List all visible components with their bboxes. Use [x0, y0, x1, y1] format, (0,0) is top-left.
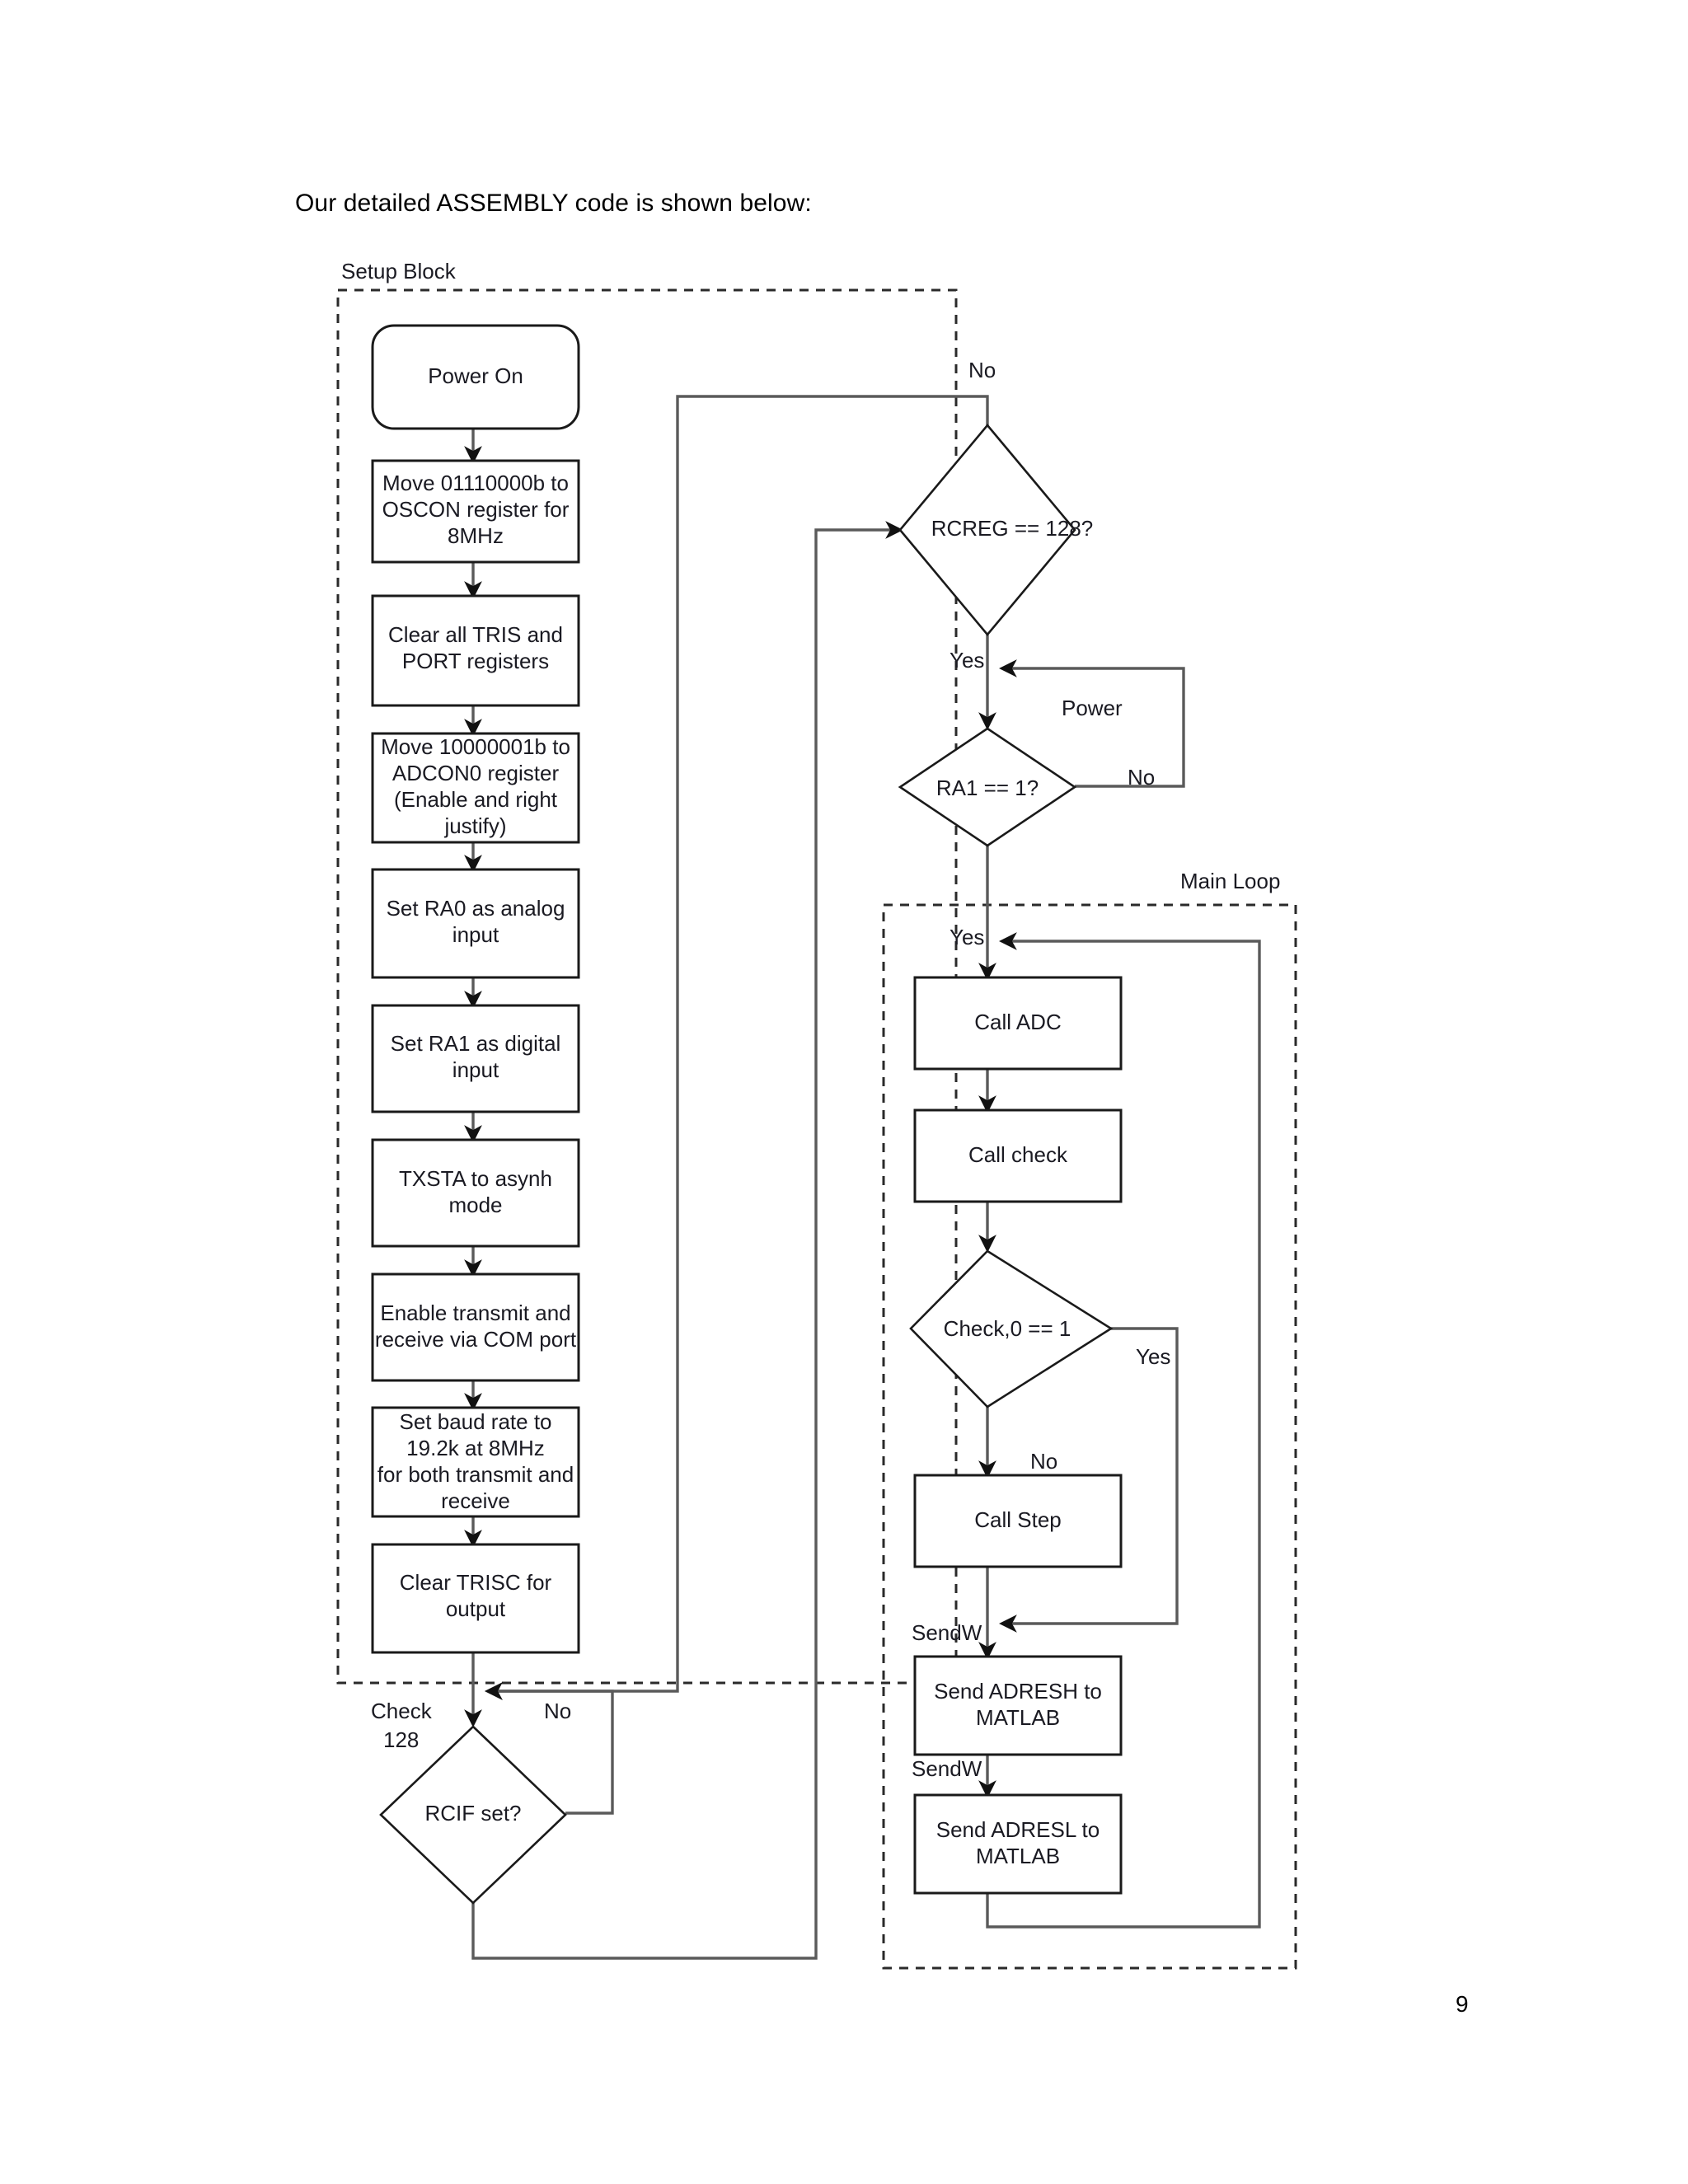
node-txsta: TXSTA to asynh mode — [371, 1138, 580, 1248]
node-clear-tris: Clear all TRIS and PORT registers — [371, 594, 580, 707]
edge-label-ra1-yes: Yes — [950, 925, 984, 949]
edge-check0-yes-to-sendw — [999, 1327, 1179, 1633]
node-txsta-line-1: mode — [448, 1193, 502, 1217]
node-send-adresh-line-1: MATLAB — [976, 1705, 1060, 1730]
edge-label-sendw-2: SendW — [912, 1756, 982, 1781]
edge-adresl-to-call-adc — [986, 932, 1261, 1929]
node-adcon0-line-0: Move 10000001b to — [381, 734, 570, 759]
node-rcif-set: RCIF set? — [379, 1725, 567, 1905]
edge-label-rcif-no: No — [544, 1699, 571, 1723]
node-call-check-line-0: Call check — [968, 1142, 1068, 1167]
node-enable-com-line-0: Enable transmit and — [380, 1301, 570, 1325]
node-baud-line-1: 19.2k at 8MHz — [406, 1436, 545, 1460]
node-check0-eq-1-line-0: Check,0 == 1 — [944, 1316, 1071, 1341]
node-adcon0-line-1: ADCON0 register — [392, 761, 560, 785]
edge-rcif-yes-to-rcreg — [471, 521, 903, 1960]
node-adcon0-line-3: justify) — [443, 813, 506, 838]
edge-label-check0-no: No — [1030, 1449, 1057, 1474]
node-clear-trisc-line-1: output — [446, 1596, 506, 1621]
node-ra1-digital: Set RA1 as digital input — [371, 1004, 580, 1113]
node-power-on-line-0: Power On — [428, 363, 523, 388]
edge-ra1-no-loop — [999, 659, 1185, 788]
node-call-adc: Call ADC — [913, 976, 1123, 1071]
group-main-loop-label: Main Loop — [1180, 869, 1280, 893]
edge-label-power: Power — [1062, 696, 1123, 720]
node-ra1-eq-1: RA1 == 1? — [898, 727, 1077, 847]
edge-label-sendw-1: SendW — [912, 1620, 982, 1645]
node-send-adresl: Send ADRESL to MATLAB — [913, 1793, 1123, 1895]
node-rcreg-128: RCREG == 128? — [898, 423, 1094, 637]
node-check0-eq-1: Check,0 == 1 — [909, 1249, 1114, 1408]
node-clear-tris-line-0: Clear all TRIS and — [388, 622, 563, 647]
node-call-check: Call check — [913, 1108, 1123, 1203]
node-send-adresh-line-0: Send ADRESH to — [934, 1679, 1102, 1704]
node-adcon0-line-2: (Enable and right — [394, 787, 558, 812]
node-send-adresl-line-1: MATLAB — [976, 1844, 1060, 1868]
edge-label-ra1-no: No — [1128, 765, 1155, 790]
node-rcif-set-line-0: RCIF set? — [424, 1801, 521, 1825]
node-call-step-line-0: Call Step — [974, 1507, 1062, 1532]
node-enable-com-line-1: receive via COM port — [375, 1327, 577, 1352]
group-main-loop — [882, 903, 1297, 1970]
node-baud-line-0: Set baud rate to — [399, 1409, 551, 1434]
node-ra0-line-0: Set RA0 as analog — [387, 896, 565, 921]
node-power-on: Power On — [371, 324, 580, 430]
node-ra1d-line-0: Set RA1 as digital — [391, 1031, 561, 1056]
edge-rcreg-no-to-rcif — [485, 395, 989, 1700]
edge-label-rcreg-yes: Yes — [950, 648, 984, 673]
node-baud-line-2: for both transmit and — [377, 1462, 574, 1487]
node-call-adc-line-0: Call ADC — [974, 1010, 1061, 1034]
node-clear-trisc: Clear TRISC for output — [371, 1543, 580, 1654]
edge-label-check-128-line2: 128 — [383, 1727, 419, 1752]
node-oscon-line-1: OSCON register for — [382, 497, 570, 522]
node-oscon-line-2: 8MHz — [448, 523, 504, 548]
edge-label-rcreg-no: No — [968, 358, 996, 382]
node-adcon0: Move 10000001b to ADCON0 register (Enabl… — [371, 732, 580, 844]
node-ra1d-line-1: input — [452, 1057, 499, 1082]
node-clear-tris-line-1: PORT registers — [402, 649, 549, 673]
page-title: Our detailed ASSEMBLY code is shown belo… — [295, 190, 812, 217]
node-oscon-line-0: Move 01110000b to — [382, 471, 569, 495]
node-call-step: Call Step — [913, 1474, 1123, 1568]
node-txsta-line-0: TXSTA to asynh — [399, 1166, 552, 1191]
node-ra0-analog: Set RA0 as analog input — [371, 868, 580, 979]
node-baud: Set baud rate to 19.2k at 8MHz for both … — [371, 1406, 580, 1518]
node-clear-trisc-line-0: Clear TRISC for — [400, 1570, 552, 1595]
node-send-adresl-line-0: Send ADRESL to — [936, 1817, 1100, 1842]
edge-label-check0-yes: Yes — [1136, 1344, 1170, 1369]
node-rcreg-128-line-0: RCREG == 128? — [931, 516, 1094, 541]
group-setup-block-label: Setup Block — [341, 259, 457, 284]
node-enable-com: Enable transmit and receive via COM port — [371, 1272, 580, 1382]
node-baud-line-3: receive — [441, 1488, 510, 1513]
node-send-adresh: Send ADRESH to MATLAB — [913, 1655, 1123, 1756]
page-number: 9 — [1456, 1991, 1469, 2017]
node-ra0-line-1: input — [452, 922, 499, 947]
node-oscon: Move 01110000b to OSCON register for 8MH… — [371, 459, 580, 564]
node-ra1-eq-1-line-0: RA1 == 1? — [936, 776, 1039, 800]
edge-label-check-128-line1: Check — [371, 1699, 433, 1723]
